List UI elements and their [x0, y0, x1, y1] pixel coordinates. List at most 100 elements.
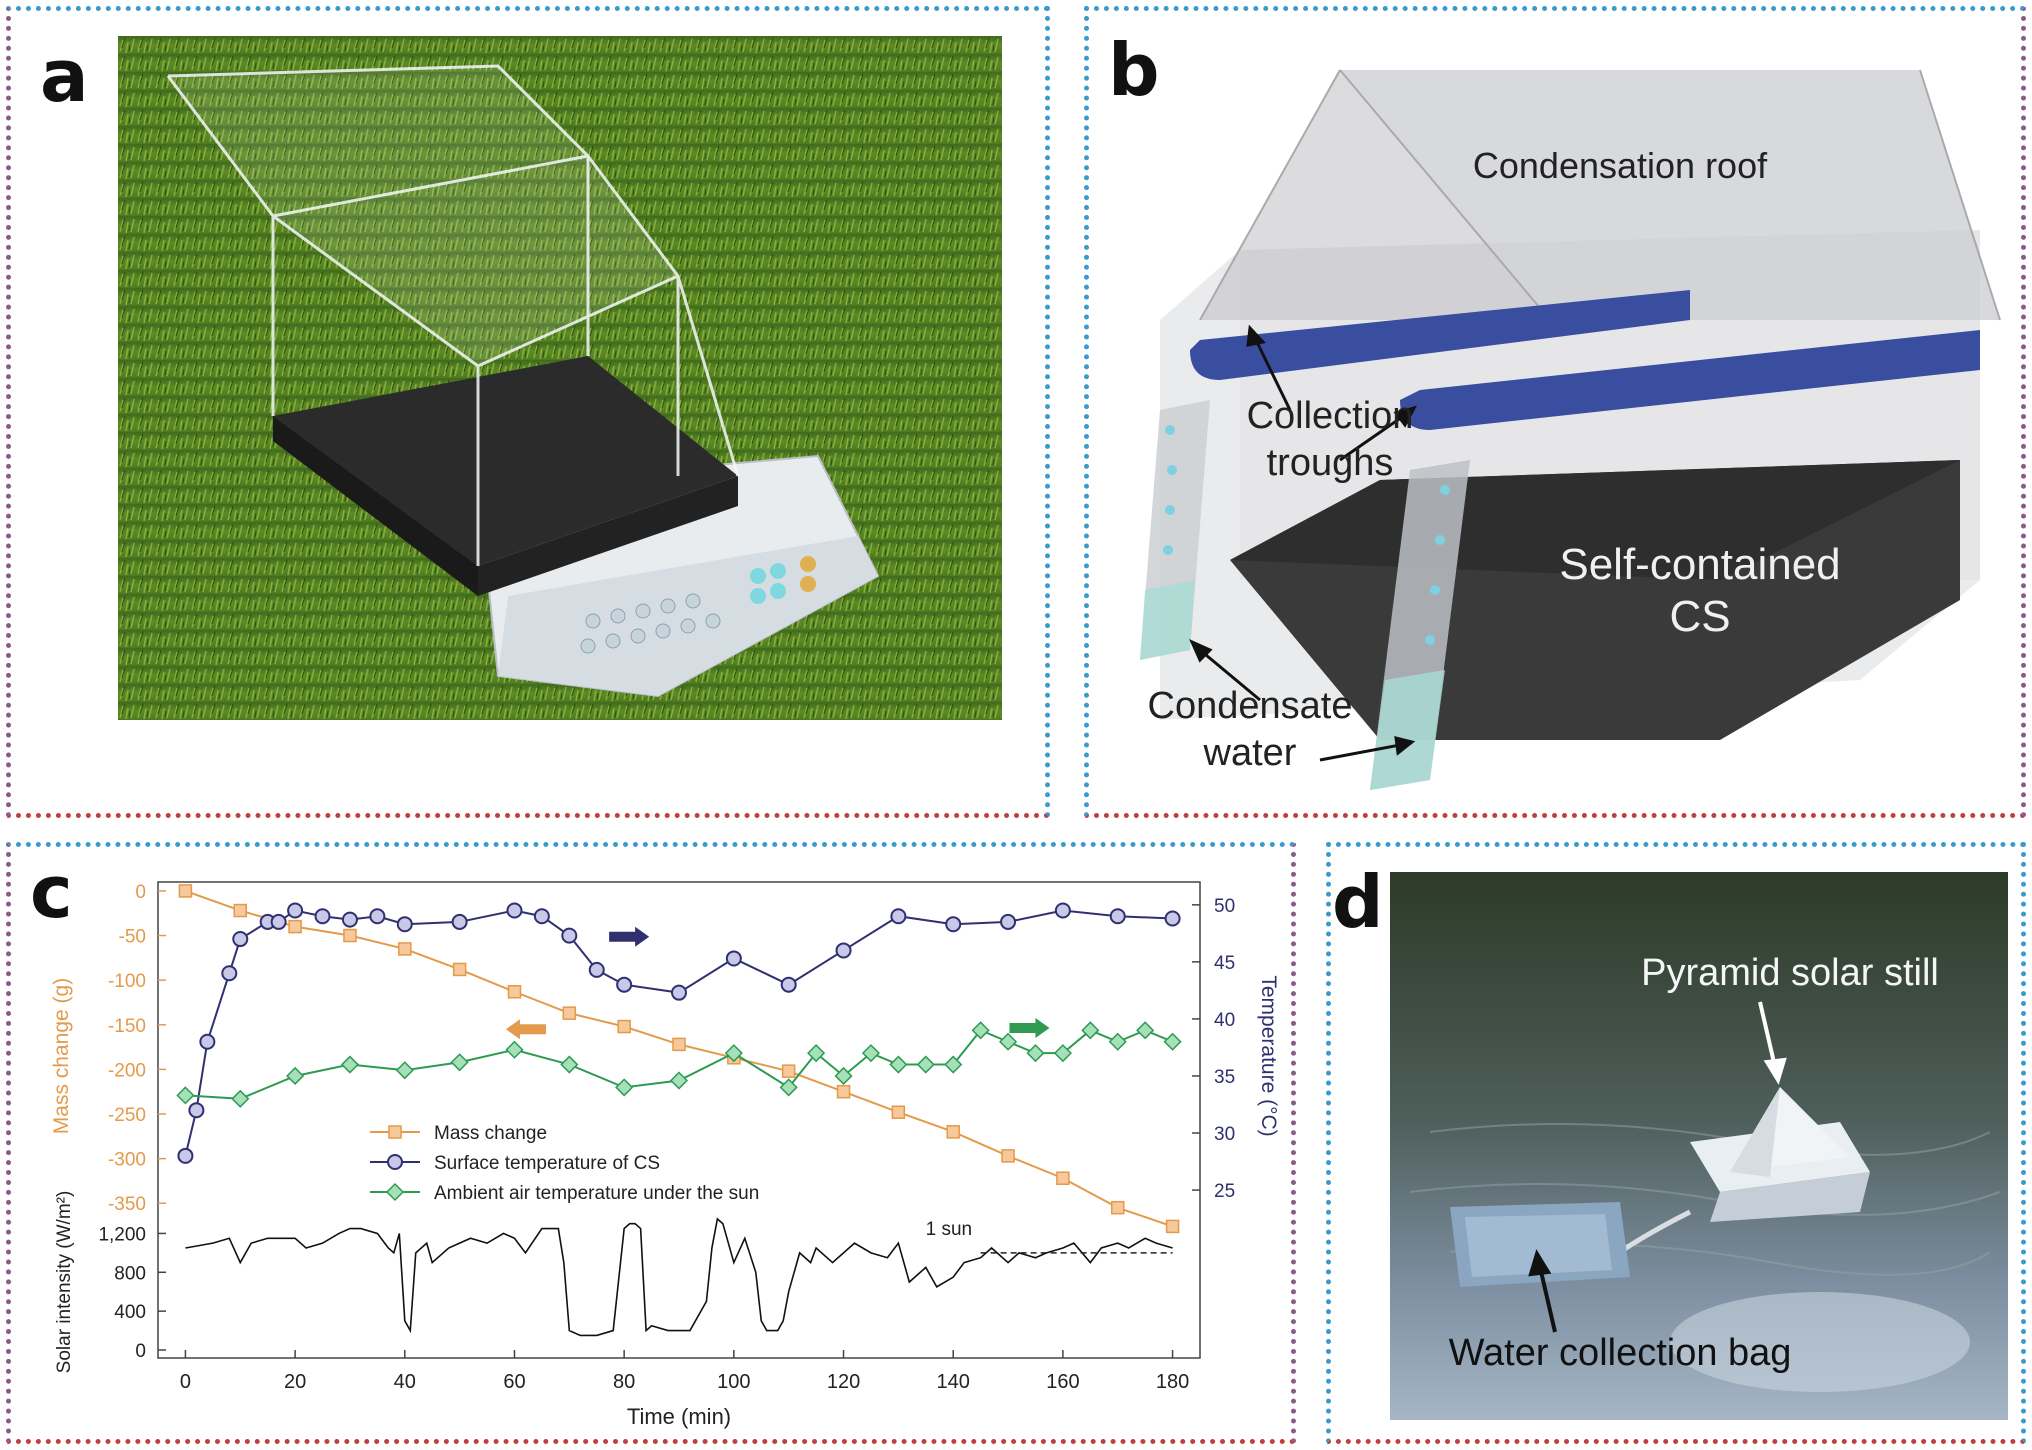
panel-a-photo — [118, 36, 1002, 720]
left-tick-label: -350 — [108, 1194, 146, 1215]
point-ambient-air-temperature-under-the-sun — [395, 1061, 414, 1080]
point-ambient-air-temperature-under-the-sun — [971, 1021, 990, 1040]
point-mass-change — [398, 942, 412, 956]
point-surface-temperature-of-cs — [451, 913, 468, 930]
point-surface-temperature-of-cs — [588, 961, 605, 978]
point-mass-change — [343, 928, 357, 943]
point-mass-change — [836, 1084, 851, 1099]
condensate-water-label-line1: Condensate — [1147, 685, 1353, 727]
legend-entry: Surface temperature of CS — [434, 1153, 660, 1174]
point-mass-change — [672, 1037, 686, 1052]
x-tick-label: 40 — [394, 1371, 416, 1393]
collection-troughs-label-line1: Collection — [1246, 395, 1414, 437]
point-mass-change — [617, 1019, 631, 1034]
right-tick-label: 40 — [1214, 1010, 1235, 1031]
legend-entry: Ambient air temperature under the sun — [434, 1183, 759, 1204]
point-surface-temperature-of-cs — [725, 950, 742, 967]
point-mass-change — [946, 1125, 960, 1139]
left-axis-label: Mass change (g) — [50, 978, 73, 1134]
point-ambient-air-temperature-under-the-sun — [998, 1032, 1018, 1051]
point-surface-temperature-of-cs — [369, 908, 386, 925]
point-surface-temperature-of-cs — [232, 931, 249, 948]
solar-tick-label: 800 — [114, 1263, 146, 1284]
point-surface-temperature-of-cs — [1164, 910, 1181, 927]
x-tick-label: 100 — [717, 1371, 750, 1393]
point-ambient-air-temperature-under-the-sun — [779, 1078, 798, 1097]
series-line-solar-intensity — [185, 1217, 1173, 1337]
left-tick-label: -150 — [108, 1016, 146, 1037]
x-tick-label: 180 — [1156, 1371, 1189, 1393]
point-ambient-air-temperature-under-the-sun — [1136, 1021, 1155, 1040]
point-ambient-air-temperature-under-the-sun — [1026, 1044, 1045, 1063]
point-ambient-air-temperature-under-the-sun — [176, 1086, 195, 1105]
point-ambient-air-temperature-under-the-sun — [450, 1053, 469, 1072]
point-ambient-air-temperature-under-the-sun — [916, 1055, 935, 1074]
point-ambient-air-temperature-under-the-sun — [944, 1055, 963, 1074]
x-tick-label: 20 — [284, 1371, 306, 1393]
panel-c-frame — [6, 842, 1296, 1444]
mass-change-direction-arrow — [505, 1019, 546, 1040]
panel-b-diagram: Condensation roof Collection troughs Sel… — [1100, 20, 2020, 810]
point-ambient-air-temperature-under-the-sun — [231, 1089, 250, 1108]
point-surface-temperature-of-cs — [341, 911, 358, 928]
one-sun-label: 1 sun — [926, 1219, 972, 1240]
legend-swatch-marker — [385, 1182, 405, 1202]
series-line-surface-temperature-of-cs — [184, 909, 1173, 1157]
solar-tick-label: 1,200 — [98, 1224, 146, 1245]
left-tick-label: -100 — [108, 971, 146, 992]
point-ambient-air-temperature-under-the-sun — [861, 1044, 881, 1063]
point-mass-change — [178, 884, 193, 898]
point-surface-temperature-of-cs — [890, 908, 907, 925]
point-surface-temperature-of-cs — [1000, 913, 1017, 930]
point-ambient-air-temperature-under-the-sun — [834, 1066, 853, 1086]
x-tick-label: 160 — [1046, 1371, 1079, 1393]
point-ambient-air-temperature-under-the-sun — [615, 1078, 634, 1097]
scale-on-grass-illustration — [118, 36, 1002, 720]
solar-axis-label: Solar intensity (W/m²) — [54, 1191, 75, 1374]
panel-a-label: a — [40, 34, 89, 118]
panel-d-label: d — [1332, 860, 1384, 944]
point-surface-temperature-of-cs — [835, 942, 852, 959]
point-surface-temperature-of-cs — [561, 927, 578, 944]
legend-swatch-marker — [387, 1154, 403, 1170]
right-tick-label: 30 — [1214, 1124, 1235, 1145]
point-ambient-air-temperature-under-the-sun — [1081, 1021, 1100, 1040]
point-ambient-air-temperature-under-the-sun — [505, 1040, 524, 1059]
point-mass-change — [781, 1064, 796, 1078]
point-ambient-air-temperature-under-the-sun — [1163, 1032, 1182, 1051]
ambient-temp-direction-arrow — [1009, 1018, 1050, 1039]
point-ambient-air-temperature-under-the-sun — [1108, 1032, 1127, 1051]
x-tick-label: 60 — [503, 1371, 525, 1393]
water-collection-bag-label: Water collection bag — [1448, 1332, 1792, 1374]
collection-troughs-label-line2: troughs — [1266, 442, 1394, 484]
panel-a-frame — [6, 6, 1050, 818]
point-mass-change — [1001, 1149, 1015, 1163]
point-ambient-air-temperature-under-the-sun — [286, 1066, 305, 1086]
solar-tick-label: 400 — [114, 1302, 146, 1323]
x-tick-label: 140 — [937, 1371, 970, 1393]
panel-b-label: b — [1108, 28, 1160, 112]
panel-d-frame — [1326, 842, 2026, 1444]
point-surface-temperature-of-cs — [533, 908, 550, 925]
right-tick-label: 35 — [1214, 1067, 1235, 1088]
point-mass-change — [562, 1006, 577, 1020]
condensate-water-label-line2: water — [1203, 732, 1297, 774]
panel-d-photo: Pyramid solar still Water collection bag — [1390, 872, 2008, 1420]
point-surface-temperature-of-cs — [188, 1102, 205, 1119]
pond-with-solar-still-illustration — [1390, 872, 2008, 1420]
point-surface-temperature-of-cs — [314, 908, 331, 925]
solar-tick-label: 0 — [135, 1341, 146, 1362]
self-contained-cs-label-line1: Self-contained — [1559, 540, 1841, 589]
solar-still-schematic — [1140, 69, 2001, 790]
pyramid-solar-still-label: Pyramid solar still — [1641, 952, 1939, 994]
point-surface-temperature-of-cs — [177, 1147, 194, 1164]
right-tick-label: 45 — [1214, 953, 1235, 974]
point-surface-temperature-of-cs — [506, 902, 523, 919]
point-mass-change — [452, 962, 467, 977]
point-mass-change — [1165, 1219, 1180, 1234]
point-surface-temperature-of-cs — [270, 913, 287, 930]
x-tick-label: 80 — [613, 1371, 635, 1393]
left-tick-label: 0 — [135, 882, 146, 903]
point-surface-temperature-of-cs — [1109, 908, 1126, 925]
point-ambient-air-temperature-under-the-sun — [889, 1055, 908, 1074]
